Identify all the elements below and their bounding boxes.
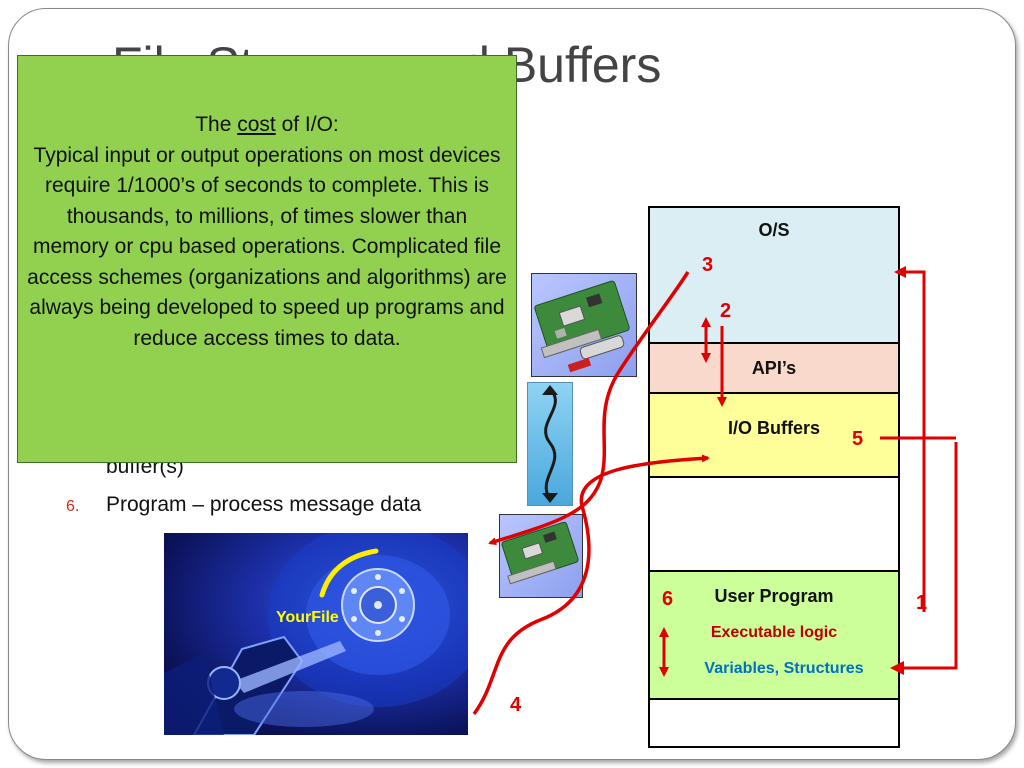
callout-cost-word: cost xyxy=(237,113,276,136)
step-number-5: 5 xyxy=(852,428,864,450)
io-buffers-label: I/O Buffers xyxy=(727,418,820,438)
bottom-segment xyxy=(650,700,898,746)
list-item-number: 6. xyxy=(66,498,80,515)
hard-drive-icon xyxy=(164,533,468,735)
variables-label: Variables, Structures xyxy=(704,660,864,677)
callout-heading-lead: The xyxy=(195,113,238,136)
list-item-text: Program – process message data xyxy=(106,493,422,516)
callout-heading: The cost of I/O: xyxy=(18,110,516,141)
callout-heading-tail: of I/O: xyxy=(275,113,339,136)
cable-icon xyxy=(527,382,573,506)
api-segment: API’s xyxy=(650,344,898,394)
free-memory-segment xyxy=(650,478,898,572)
step-number-6: 6 xyxy=(662,588,674,610)
step-number-1: 1 xyxy=(916,592,928,614)
network-card-icon xyxy=(499,514,583,598)
network-card-icon xyxy=(531,273,637,377)
drive-file-label: YourFile xyxy=(276,609,339,626)
user-program-label: User Program xyxy=(714,586,834,606)
io-cost-callout: The cost of I/O: Typical input or output… xyxy=(17,55,517,463)
memory-stack: O/S API’s I/O Buffers User Program Execu… xyxy=(648,206,900,748)
step-number-3: 3 xyxy=(702,254,714,276)
step-number-2: 2 xyxy=(720,300,732,322)
executable-logic-label: Executable logic xyxy=(710,624,838,641)
step-number-4: 4 xyxy=(510,694,522,716)
list-item: 6. Program – process message data xyxy=(66,486,506,526)
os-label: O/S xyxy=(758,220,790,240)
api-label: API’s xyxy=(751,358,797,378)
os-segment: O/S xyxy=(650,208,898,344)
callout-body: Typical input or output operations on mo… xyxy=(27,143,507,350)
user-program-segment: User Program Executable logic Variables,… xyxy=(650,572,898,700)
hard-drive-image: YourFile xyxy=(164,533,468,735)
